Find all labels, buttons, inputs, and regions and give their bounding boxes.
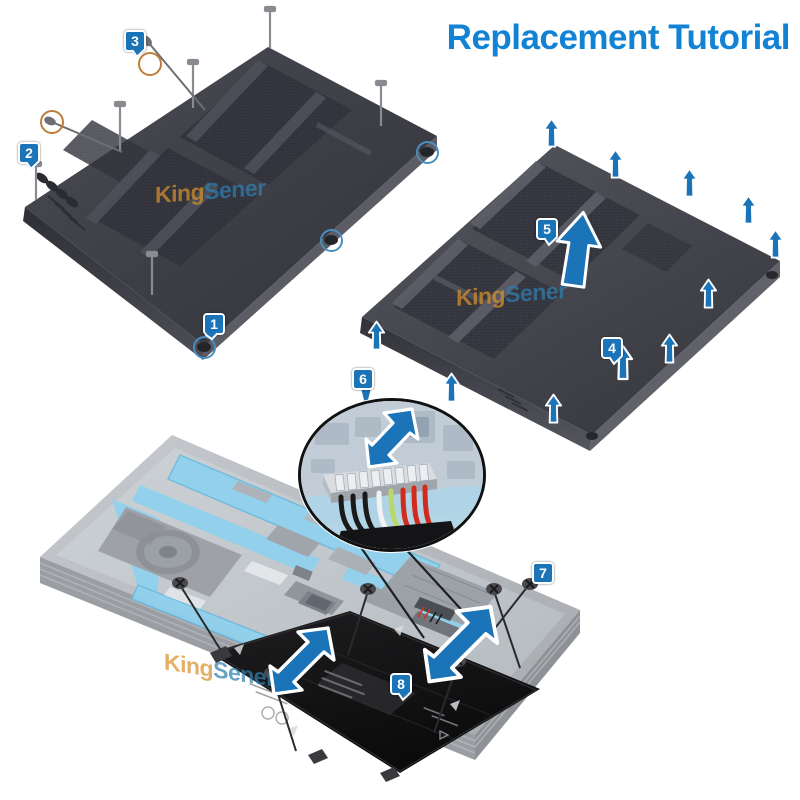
- edge-arrow-8: [544, 393, 563, 425]
- step-badge-6: 6: [352, 368, 374, 390]
- edge-arrow-1: [542, 117, 561, 149]
- screw-highlight-circle-b: [320, 229, 343, 252]
- connector-pull-arrow-step-6: [364, 405, 420, 471]
- step-badge-3: 3: [124, 30, 146, 52]
- battery-lift-arrow-right: [422, 600, 500, 686]
- step-badge-4: 4: [601, 337, 623, 359]
- battery-lift-arrow-left: [268, 622, 336, 698]
- step-badge-5: 5: [536, 218, 558, 240]
- screw-highlight-circle-1: [193, 336, 216, 359]
- edge-arrow-6: [699, 278, 718, 310]
- screw-highlight-circle-3: [138, 52, 162, 76]
- edge-arrow-5: [766, 228, 785, 260]
- step-badge-8: 8: [390, 673, 412, 695]
- page-title: Replacement Tutorial: [446, 18, 791, 57]
- step-badge-7: 7: [532, 562, 554, 584]
- laptop-closed-top-left: [23, 5, 437, 360]
- edge-arrow-7: [660, 333, 679, 365]
- edge-arrow-2: [606, 148, 625, 180]
- edge-arrow-9: [442, 372, 461, 404]
- screw-highlight-circle-a: [416, 141, 439, 164]
- edge-arrow-10: [367, 320, 386, 352]
- screw-highlight-circle-2: [40, 110, 64, 134]
- lift-arrow-step-5: [553, 210, 603, 290]
- step-badge-2: 2: [18, 142, 40, 164]
- edge-arrow-3: [680, 167, 699, 199]
- step-badge-1: 1: [203, 313, 225, 335]
- edge-arrow-4: [739, 194, 758, 226]
